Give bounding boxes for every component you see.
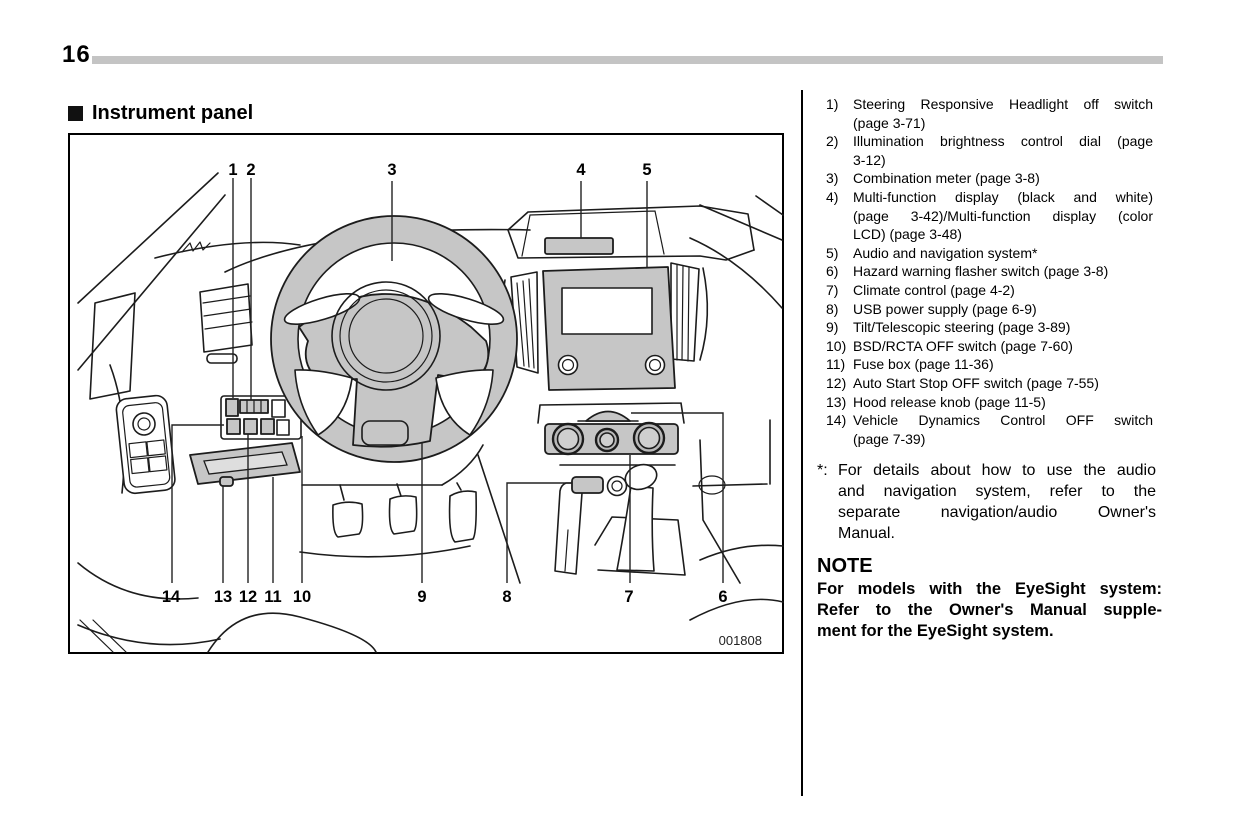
list-item: 9)Tilt/Telescopic steering (page 3-89) <box>826 319 1071 336</box>
bsd-rcta-off-switch <box>260 418 275 435</box>
list-item: 13)Hood release knob (page 11-5) <box>826 393 1046 410</box>
vdc-off-switch <box>226 418 241 435</box>
hazard-switch <box>585 410 631 422</box>
door-switch-panel <box>115 394 176 495</box>
brake-pedal <box>388 495 418 535</box>
list-item: 3)Combination meter (page 3-8) <box>826 170 1040 187</box>
section-heading: Instrument panel <box>68 102 253 125</box>
steering-hub <box>331 281 441 391</box>
list-item: 5)Audio and navigation system* <box>826 244 1038 261</box>
figure-code: 001808 <box>719 633 762 648</box>
instrument-panel-diagram: 1 2 3 4 5 14 13 12 11 10 9 8 7 6 001808 <box>68 133 784 654</box>
heading-square-bullet-icon <box>68 106 83 121</box>
callout-12: 12 <box>239 588 257 606</box>
center-console <box>554 439 741 584</box>
instrument-panel-figure: 1 2 3 4 5 14 13 12 11 10 9 8 7 6 001808 <box>68 133 784 654</box>
headlight-off-switch <box>225 398 239 417</box>
list-item: 12)Auto Start Stop OFF switch (page 7-55… <box>826 374 1099 391</box>
clutch-pedal <box>332 501 364 538</box>
list-item: 8)USB power supply (page 6-9) <box>826 300 1037 317</box>
climate-control-panel <box>537 402 685 456</box>
page-number: 16 <box>62 41 91 68</box>
callout-8: 8 <box>502 588 511 606</box>
footnote-marker: *: <box>817 462 828 480</box>
callout-numbers: 1 2 3 4 5 14 13 12 11 10 9 8 7 6 <box>162 161 728 606</box>
callout-7: 7 <box>624 588 633 606</box>
fuse-box-cover <box>189 442 301 485</box>
auto-start-stop-off-switch <box>243 418 258 435</box>
callout-13: 13 <box>214 588 232 606</box>
pedals <box>299 444 521 584</box>
usb-power-supply <box>571 476 604 494</box>
shifter-boot <box>594 516 686 576</box>
header-rule-bar <box>92 56 1163 64</box>
passenger-side-lines <box>689 195 784 621</box>
list-item: 7)Climate control (page 4-2) <box>826 281 1015 298</box>
section-title: Instrument panel <box>92 102 254 124</box>
callout-14: 14 <box>162 588 181 606</box>
list-item: 1)Steering Responsive Headlight off swit… <box>826 96 1153 131</box>
column-divider <box>801 90 803 796</box>
legend-column: 1)Steering Responsive Headlight off swit… <box>817 95 1163 642</box>
callout-4: 4 <box>576 161 586 179</box>
accelerator-pedal <box>448 490 477 543</box>
callout-6: 6 <box>718 588 727 606</box>
center-vents <box>501 262 709 374</box>
callout-1: 1 <box>228 161 237 179</box>
list-item: 4)Multi-function display (black and whit… <box>826 188 1153 243</box>
gear-shifter-lever <box>616 485 655 572</box>
multi-function-display <box>507 205 755 261</box>
callout-10: 10 <box>293 588 311 606</box>
list-item: 11)Fuse box (page 11-36) <box>826 356 994 373</box>
hood-release-knob <box>219 476 234 487</box>
list-item: 10)BSD/RCTA OFF switch (page 7-60) <box>826 337 1073 354</box>
audio-footnote: *: For details about how to use the audi… <box>817 461 1163 544</box>
air-vent-left <box>199 283 253 364</box>
callout-2: 2 <box>246 161 255 179</box>
callout-3: 3 <box>387 161 396 179</box>
list-item: 2)Illumination brightness control dial (… <box>826 133 1153 168</box>
note-body: For models with the EyeSight system: Ref… <box>817 580 1162 641</box>
list-item: 6)Hazard warning flasher switch (page 3-… <box>826 263 1109 280</box>
power-socket <box>606 475 628 497</box>
steering-wheel <box>270 215 518 463</box>
audio-navigation-unit <box>542 266 676 391</box>
callout-9: 9 <box>417 588 426 606</box>
callout-5: 5 <box>642 161 651 179</box>
callout-lines <box>171 178 724 583</box>
switch-panel <box>220 395 302 440</box>
callout-11: 11 <box>264 588 281 606</box>
note-heading: NOTE <box>817 555 873 578</box>
list-item: 14)Vehicle Dynamics Control OFF switch(p… <box>826 412 1153 447</box>
